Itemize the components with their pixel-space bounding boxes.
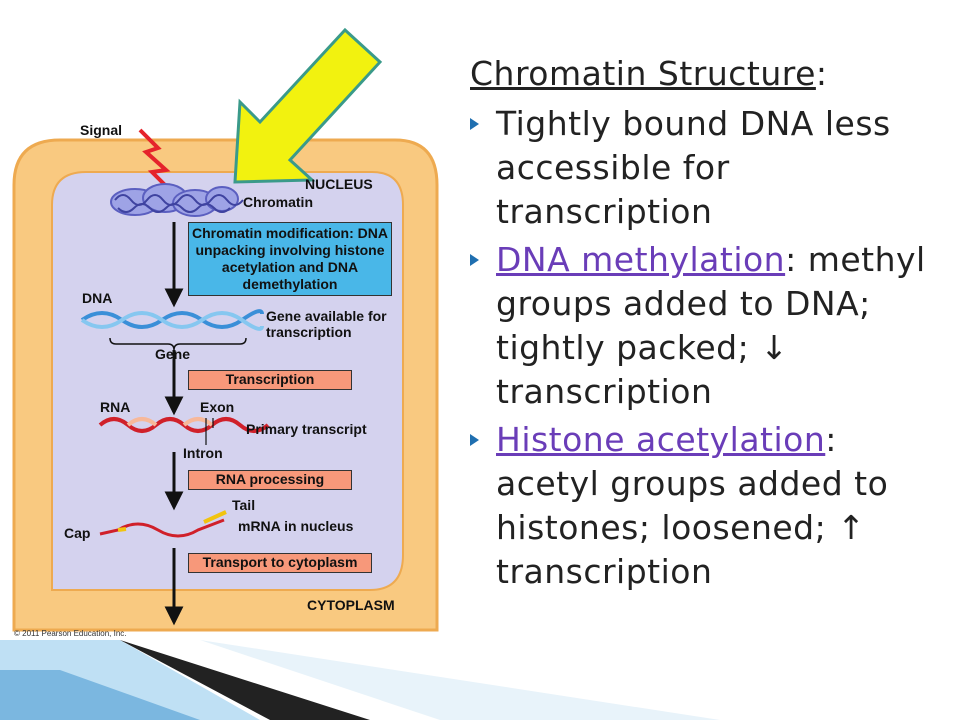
gene-expression-figure: Signal NUCLEUS Chromatin Chromatin modif… xyxy=(0,0,460,720)
heading-suffix: : xyxy=(815,54,828,93)
gene-label: Gene xyxy=(155,346,191,362)
triangle-bullet-icon xyxy=(470,434,479,446)
bullet-text: Tightly bound DNA less accessible for tr… xyxy=(496,104,891,231)
rna-processing-box: RNA processing xyxy=(188,470,352,490)
slide-text: Chromatin Structure: Tightly bound DNA l… xyxy=(470,52,940,598)
primary-transcript-label: Primary transcript xyxy=(246,421,367,437)
transcription-text: Transcription xyxy=(225,371,315,387)
chromatin-coil-icon xyxy=(110,183,244,217)
intron-label: Intron xyxy=(183,445,223,461)
highlight-arrow-icon xyxy=(233,27,383,184)
heading-text: Chromatin Structure xyxy=(470,54,816,93)
histone-acetylation-link[interactable]: Histone acetylation xyxy=(496,420,826,459)
gene-available-label: Gene available for transcription xyxy=(266,308,387,340)
triangle-bullet-icon xyxy=(470,118,479,130)
rna-label: RNA xyxy=(100,399,131,415)
mrna-strand xyxy=(99,518,225,538)
exon-label: Exon xyxy=(200,399,235,415)
signal-lightning-icon xyxy=(138,128,172,192)
bullet-item: Tightly bound DNA less accessible for tr… xyxy=(470,102,940,234)
dna-helix-icon xyxy=(80,309,264,331)
signal-label: Signal xyxy=(80,122,123,138)
dna-methylation-link[interactable]: DNA methylation xyxy=(496,240,786,279)
mrna-label: mRNA in nucleus xyxy=(238,518,354,534)
chromatin-modification-box: Chromatin modification: DNA unpacking in… xyxy=(188,222,392,296)
bullet-text: : methyl groups added to DNA; tightly pa… xyxy=(496,240,926,411)
slide-heading: Chromatin Structure: xyxy=(470,52,940,96)
bullet-list: Tightly bound DNA less accessible for tr… xyxy=(470,102,940,594)
chromatin-modification-text: Chromatin modification: DNA unpacking in… xyxy=(192,225,388,292)
transcription-box: Transcription xyxy=(188,370,352,390)
cap-label: Cap xyxy=(64,525,91,541)
bullet-item: Histone acetylation: acetyl groups added… xyxy=(470,418,940,594)
copyright-text: © 2011 Pearson Education, Inc. xyxy=(14,629,127,638)
nucleus-label: NUCLEUS xyxy=(305,176,373,192)
gene-bracket xyxy=(109,337,247,351)
flow-arrows xyxy=(164,222,184,626)
bullet-text: : acetyl groups added to histones; loose… xyxy=(496,420,889,591)
tail-label: Tail xyxy=(232,497,256,513)
rna-processing-text: RNA processing xyxy=(215,471,325,487)
bullet-item: DNA methylation: methyl groups added to … xyxy=(470,238,940,414)
footer-decoration xyxy=(0,640,720,720)
chromatin-label: Chromatin xyxy=(243,194,313,210)
transport-box: Transport to cytoplasm xyxy=(188,553,372,573)
triangle-bullet-icon xyxy=(470,254,479,266)
transport-text: Transport to cytoplasm xyxy=(202,554,358,570)
cytoplasm-label: CYTOPLASM xyxy=(307,597,395,613)
dna-label: DNA xyxy=(82,290,113,306)
